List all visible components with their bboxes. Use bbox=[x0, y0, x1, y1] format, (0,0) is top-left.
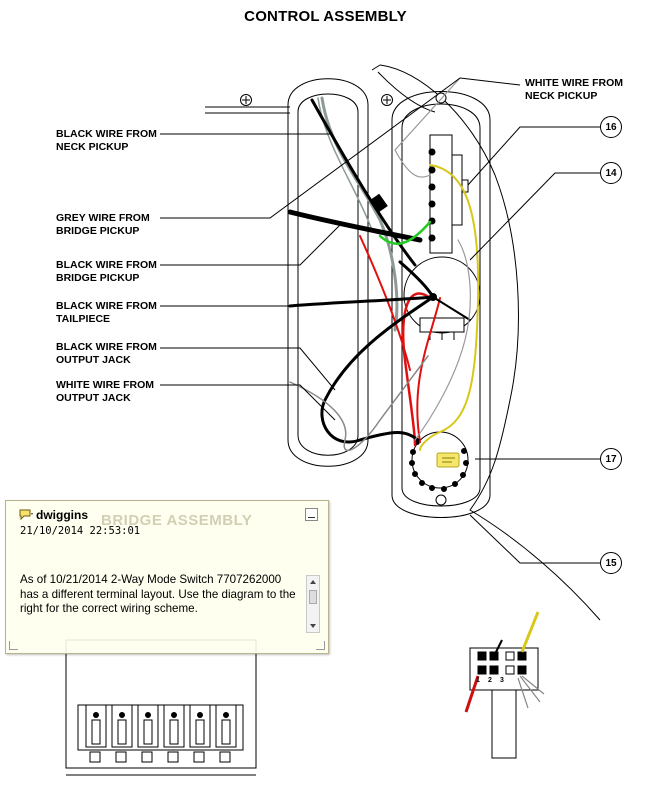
screw-left-icon bbox=[240, 94, 252, 106]
plate-screw-bottom-icon bbox=[435, 494, 447, 506]
comment-popup[interactable]: BRIDGE ASSEMBLY dwiggins 21/10/2014 22:5… bbox=[5, 500, 329, 654]
wires bbox=[287, 77, 480, 452]
body-outline bbox=[205, 64, 601, 621]
comment-scrollbar[interactable] bbox=[306, 575, 320, 633]
page-title: CONTROL ASSEMBLY bbox=[244, 8, 407, 25]
pickup-slot bbox=[287, 78, 369, 467]
callout-16: 16 bbox=[600, 116, 622, 138]
bridge-assembly-heading-ghost: BRIDGE ASSEMBLY bbox=[101, 512, 253, 529]
bridge-assembly bbox=[65, 639, 257, 776]
minimize-button[interactable] bbox=[305, 508, 318, 521]
tone-pot bbox=[409, 431, 469, 492]
control-plate bbox=[391, 91, 491, 518]
leader-lines bbox=[160, 77, 600, 564]
comment-author: dwiggins bbox=[36, 508, 88, 522]
terminal-label-1: 1 bbox=[476, 677, 480, 684]
callout-14: 14 bbox=[600, 162, 622, 184]
scroll-thumb[interactable] bbox=[309, 590, 317, 604]
callout-15: 15 bbox=[600, 552, 622, 574]
scroll-up-icon[interactable] bbox=[310, 580, 316, 584]
screw-right-icon bbox=[381, 94, 393, 106]
resize-grip-right-icon[interactable] bbox=[316, 641, 325, 650]
terminal-label-3: 3 bbox=[500, 677, 504, 684]
terminal-label-2: 2 bbox=[488, 677, 492, 684]
label-grey-wire-bridge: GREY WIRE FROM BRIDGE PICKUP bbox=[56, 212, 150, 237]
callout-17: 17 bbox=[600, 448, 622, 470]
label-black-wire-output: BLACK WIRE FROM OUTPUT JACK bbox=[56, 341, 157, 366]
label-black-wire-tailpiece: BLACK WIRE FROM TAILPIECE bbox=[56, 300, 157, 325]
label-white-wire-output: WHITE WIRE FROM OUTPUT JACK bbox=[56, 379, 154, 404]
resize-grip-left-icon[interactable] bbox=[9, 641, 18, 650]
label-white-wire-neck: WHITE WIRE FROM NECK PICKUP bbox=[525, 77, 623, 102]
comment-body[interactable]: As of 10/21/2014 2-Way Mode Switch 77072… bbox=[20, 573, 296, 615]
label-black-wire-neck: BLACK WIRE FROM NECK PICKUP bbox=[56, 128, 157, 153]
comment-icon[interactable] bbox=[19, 509, 33, 520]
scroll-down-icon[interactable] bbox=[310, 624, 316, 628]
selector-switch bbox=[428, 134, 469, 254]
label-black-wire-bridge: BLACK WIRE FROM BRIDGE PICKUP bbox=[56, 259, 157, 284]
comment-date: 21/10/2014 22:53:01 bbox=[20, 525, 141, 537]
mini-switch-diagram bbox=[464, 611, 545, 759]
